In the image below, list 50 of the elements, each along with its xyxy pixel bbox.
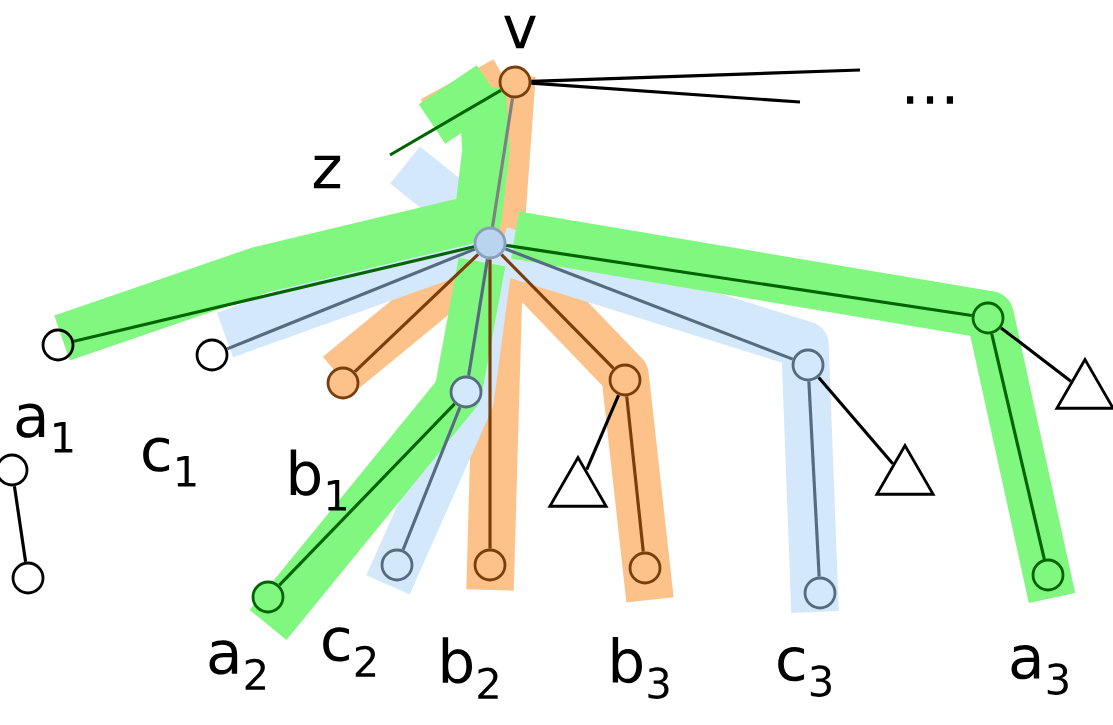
tree-edge: [504, 247, 794, 361]
vertex-label: a$_{3}$: [1011, 645, 1068, 695]
vertex-label: v: [504, 15, 536, 49]
tree-node: [326, 366, 360, 400]
vertex-label: b$_{3}$: [612, 637, 669, 699]
tree-edge: [585, 394, 620, 471]
tree-edge: [990, 333, 1046, 560]
vertex-label: c$_{3}$: [778, 647, 831, 697]
vertex-label: c$_{1}$: [143, 437, 196, 487]
tree-edge: [531, 81, 801, 104]
tree-edge: [807, 381, 821, 577]
tree-edge: [73, 245, 475, 343]
tree-edge: [490, 97, 515, 228]
tree-edge: [12, 486, 28, 562]
tree-edge: [226, 247, 476, 351]
tree-node: [608, 363, 642, 397]
tree-edge: [401, 406, 462, 551]
tree-node: [0, 453, 29, 487]
ellipsis-mark: …: [907, 96, 953, 104]
tree-edge: [467, 258, 489, 377]
tree-node: [380, 548, 414, 582]
tree-node: [791, 348, 825, 382]
vertex-label: z: [313, 155, 341, 189]
tree-node: [41, 328, 75, 362]
tree-edge: [389, 88, 502, 157]
tree-node: [473, 226, 507, 260]
tree-node: [971, 301, 1005, 335]
tree-node: [1031, 558, 1065, 592]
tree-edge: [1000, 326, 1072, 383]
tree-edge: [353, 253, 480, 373]
tree-node: [498, 65, 532, 99]
vertex-label: a$_{1}$: [16, 403, 73, 453]
vertex-label: b$_{1}$: [290, 449, 346, 511]
tree-node: [11, 561, 45, 595]
tree-edge: [625, 396, 645, 552]
vertex-label: c$_{2}$: [323, 627, 376, 677]
tree-edge: [278, 402, 456, 587]
tree-edge: [488, 259, 492, 549]
tree-edge: [506, 243, 973, 318]
tree-node: [473, 548, 507, 582]
tree-node: [449, 375, 483, 409]
tree-node: [803, 576, 837, 610]
tree-node: [251, 580, 285, 614]
tree-edge: [500, 253, 615, 370]
tree-node: [628, 551, 662, 585]
tree-edge: [531, 68, 861, 83]
vertex-label: a$_{2}$: [209, 640, 265, 690]
vertex-label: b$_{2}$: [442, 637, 498, 699]
tree-edge: [817, 376, 894, 465]
tree-node: [195, 338, 229, 372]
